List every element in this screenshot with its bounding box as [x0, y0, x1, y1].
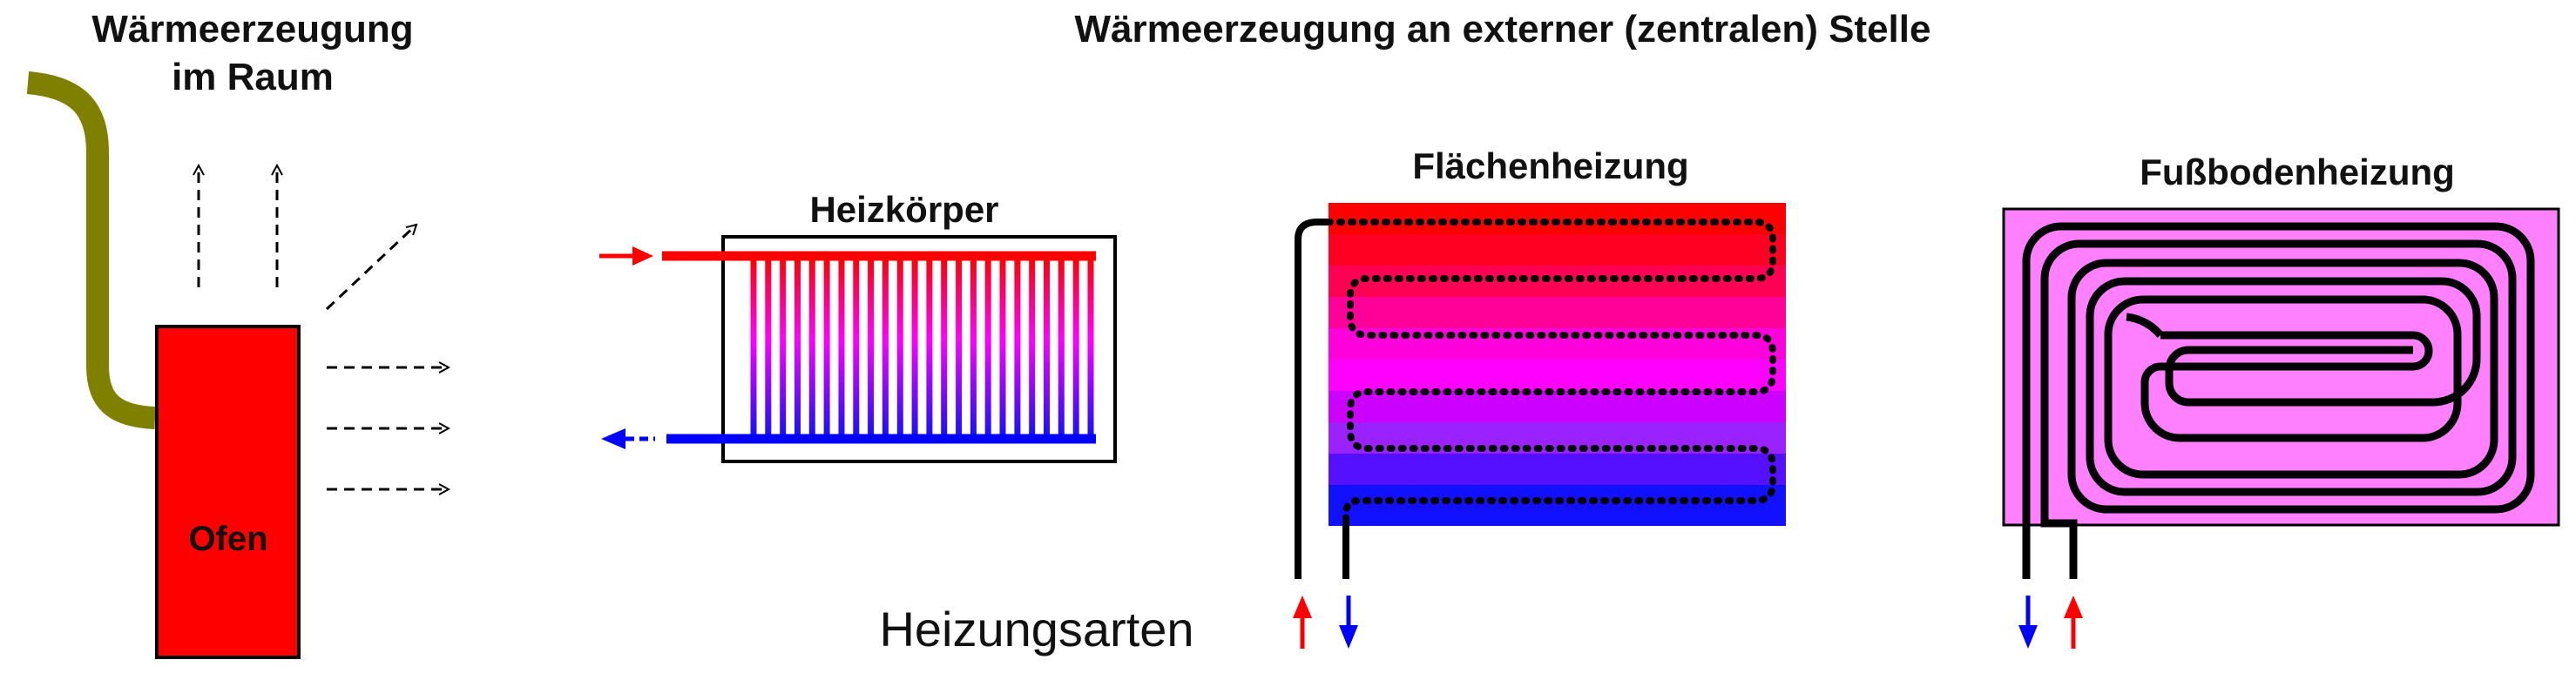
- radiator-label: Heizkörper: [809, 189, 998, 230]
- radiator-fin: [765, 258, 772, 439]
- radiator-fin: [750, 258, 757, 439]
- chimney-pipe: [26, 71, 156, 429]
- radiator-fin: [911, 258, 918, 439]
- radiator-fin: [956, 258, 963, 439]
- red-arrow-icon: [1293, 596, 1312, 649]
- red-arrow-icon: [599, 246, 653, 266]
- radiator-fin: [1072, 258, 1079, 439]
- radiator-fin: [999, 258, 1006, 439]
- radiator-fin: [868, 258, 875, 439]
- radiator-fin: [926, 258, 933, 439]
- radiator-fin: [780, 258, 787, 439]
- radiator-fins: [750, 258, 1094, 439]
- stove-body: [155, 325, 301, 659]
- floor-heating-label: Fußbodenheizung: [2140, 151, 2455, 192]
- radiator-group: Heizkörper: [599, 189, 1117, 463]
- radiator-fin: [1044, 258, 1050, 439]
- stove-group: Ofen: [26, 71, 449, 659]
- surface-heating-label: Flächenheizung: [1412, 145, 1688, 186]
- radiator-fin: [941, 258, 948, 439]
- surface-heating-group: Flächenheizung: [1293, 145, 1786, 649]
- floor-pipe-return: [2126, 313, 2164, 338]
- radiator-fin: [1029, 258, 1036, 439]
- surface-pipe-dotted: [1325, 219, 1776, 526]
- surface-supply-pipe: [1295, 219, 1331, 579]
- red-arrow-icon: [2064, 596, 2083, 649]
- floor-pipe-loops: [2022, 222, 2535, 579]
- radiator-fin: [853, 258, 860, 439]
- radiator-fin: [1087, 258, 1094, 439]
- radiator-fin: [882, 258, 889, 439]
- heat-arrow-diagonal: [325, 225, 416, 311]
- blue-arrow-icon: [601, 428, 655, 449]
- caption-heating-types: Heizungsarten: [879, 602, 1193, 656]
- blue-arrow-icon: [2018, 596, 2038, 649]
- radiator-fin: [970, 258, 977, 439]
- surface-heating-panel: [1329, 203, 1786, 526]
- radiator-fin: [794, 258, 801, 439]
- radiator-fin: [808, 258, 815, 439]
- radiator-fin: [838, 258, 845, 439]
- stove-label: Ofen: [188, 520, 267, 558]
- radiator-fin: [984, 258, 991, 439]
- radiator-fin: [823, 258, 830, 439]
- title-room-line1: Wärmeerzeugung: [91, 8, 413, 50]
- heat-arrows: [199, 165, 449, 489]
- floor-heating-group: Fußbodenheizung: [2002, 151, 2560, 649]
- title-external: Wärmeerzeugung an externer (zentralen) S…: [1075, 8, 1931, 50]
- radiator-fin: [1058, 258, 1065, 439]
- radiator-fin: [1014, 258, 1021, 439]
- floor-pipe-inner: [2040, 239, 2517, 579]
- title-room-line2: im Raum: [172, 56, 334, 98]
- radiator-fin: [896, 258, 903, 439]
- blue-arrow-icon: [1339, 596, 1358, 649]
